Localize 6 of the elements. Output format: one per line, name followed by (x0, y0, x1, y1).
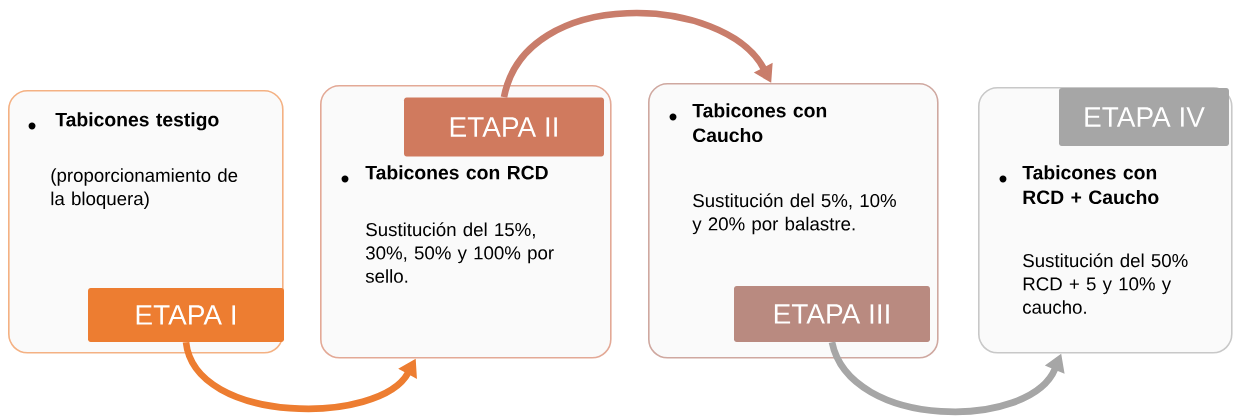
curved-arrow (182, 341, 417, 412)
stage-label: ETAPA I (88, 288, 284, 342)
stage-label: ETAPA III (734, 286, 930, 342)
curved-arrow (500, 9, 773, 99)
stage-label: ETAPA II (404, 97, 604, 157)
stage-label: ETAPA IV (1059, 88, 1229, 146)
